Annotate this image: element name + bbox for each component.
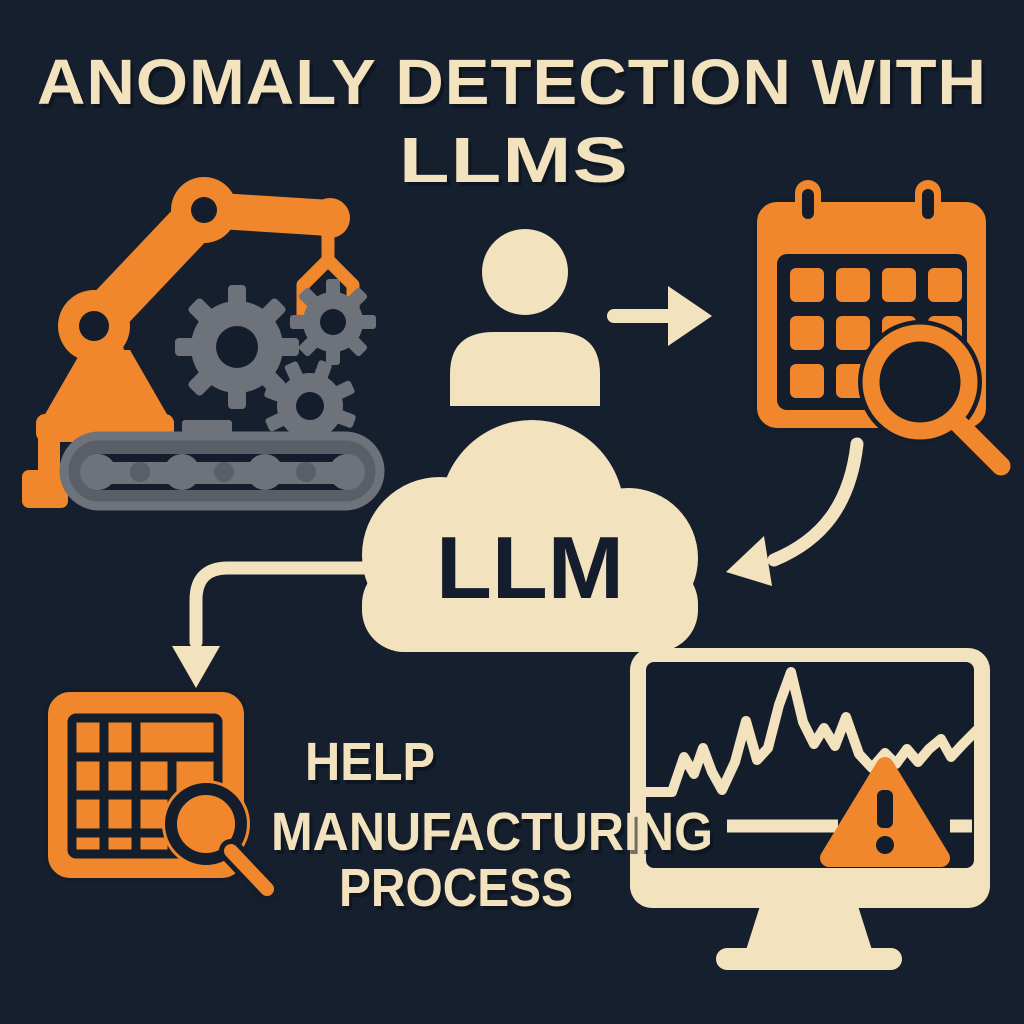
monitor-stand <box>746 906 872 950</box>
cloud-label: LLM <box>436 518 624 617</box>
waveform-icon <box>645 667 982 797</box>
warning-triangle-icon <box>820 757 950 867</box>
table-magnifier-icon <box>162 780 281 903</box>
robot-arm-icon <box>22 177 360 508</box>
gears-icon <box>175 279 376 452</box>
curved-arrow-icon <box>726 437 864 586</box>
title-line-1: ANOMALY DETECTION WITH <box>37 46 987 118</box>
table-icon <box>44 688 281 903</box>
caption-line-3: PROCESS <box>339 858 573 918</box>
caption: HELP MANUFACTURING PROCESS <box>271 732 713 918</box>
cloud-icon: LLM <box>362 420 698 652</box>
calendar-icon <box>753 180 1011 476</box>
monitor-icon <box>630 648 990 970</box>
title-line-2: LLMS <box>399 124 629 196</box>
caption-line-2: MANUFACTURING <box>271 802 713 862</box>
monitor-base <box>716 948 902 970</box>
arrow-right-icon <box>607 286 712 346</box>
conveyor-icon <box>59 420 385 511</box>
page-title: ANOMALY DETECTION WITH LLMS <box>37 46 987 196</box>
caption-line-1: HELP <box>305 732 435 792</box>
elbow-arrow-icon <box>172 561 375 688</box>
person-icon <box>450 229 600 406</box>
calendar-magnifier-icon <box>858 320 1011 476</box>
